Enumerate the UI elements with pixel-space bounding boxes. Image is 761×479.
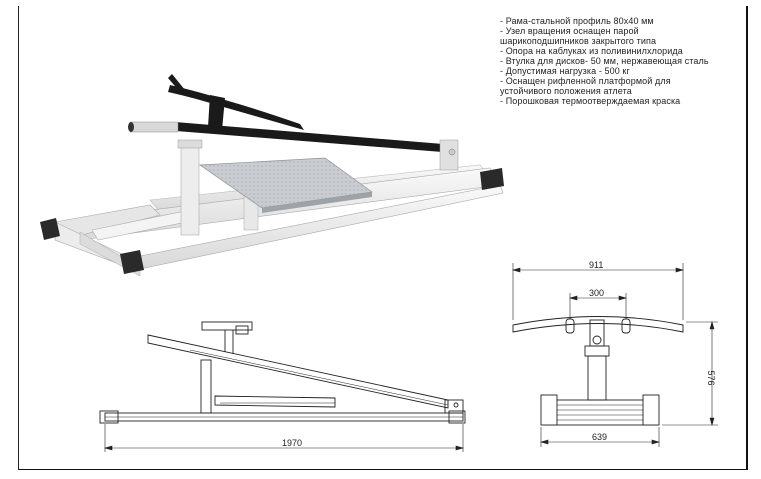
spec-line: - Узел вращения оснащен парой	[500, 26, 639, 36]
length-dimension	[103, 424, 465, 452]
side-view-drawing	[99, 321, 466, 424]
spec-line: - Допустимая нагрузка - 500 кг	[500, 66, 630, 76]
spec-line: - Оснащен рифленной платформой для	[500, 76, 671, 86]
machine-render	[40, 74, 504, 277]
base-width-label: 639	[592, 432, 607, 442]
spec-line: шарикоподшипников закрытого типа	[500, 36, 657, 46]
height-dimension	[662, 320, 718, 427]
spec-line: - Порошковая термоотверждаемая краска	[500, 96, 681, 106]
drawing-sheet	[18, 6, 748, 470]
spec-list: - Рама-стальной профиль 80х40 мм - Узел …	[500, 16, 750, 106]
grip-spacing-label: 300	[589, 288, 604, 298]
spec-line: - Втулка для дисков- 50 мм, нержавеющая …	[500, 56, 709, 66]
handle-width-dimension	[511, 263, 685, 320]
spec-line: - Рама-стальной профиль 80х40 мм	[500, 16, 654, 26]
spec-line: устойчивого положения атлета	[500, 86, 632, 96]
handle-width-label: 911	[589, 260, 603, 270]
grip-spacing-dimension	[568, 293, 628, 319]
base-width-dimension	[539, 427, 661, 447]
front-view-drawing	[512, 316, 684, 426]
spec-line: - Опора на каблуках из поливинилхлорида	[500, 46, 683, 56]
height-label: 576	[706, 370, 716, 385]
length-label: 1970	[282, 438, 302, 448]
